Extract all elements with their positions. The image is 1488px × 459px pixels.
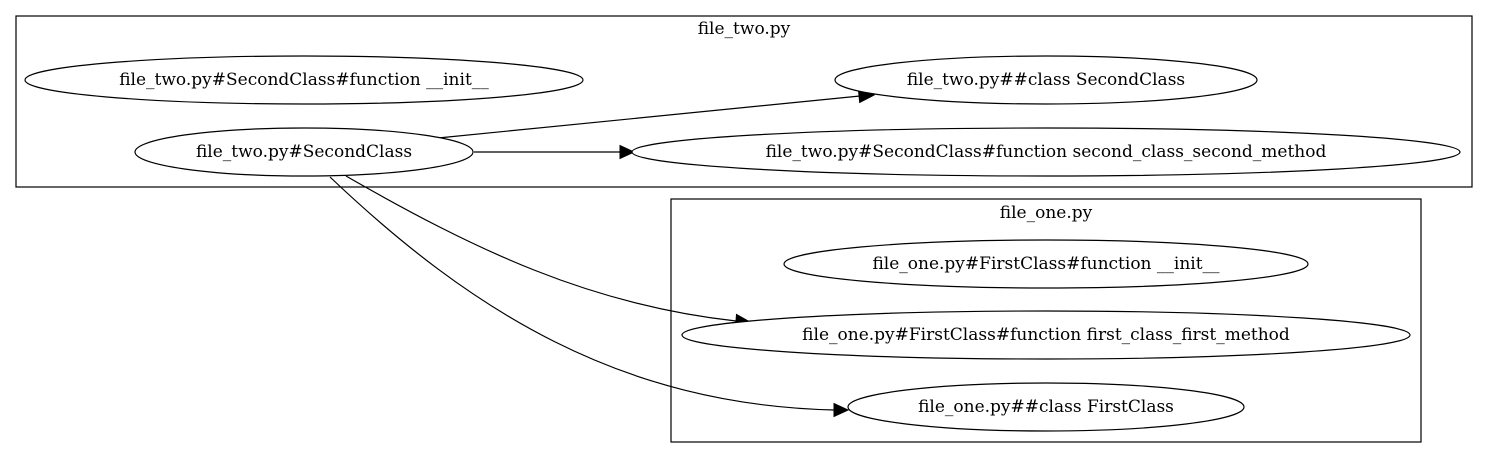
edge-line: [437, 95, 861, 139]
edge-arrowhead: [833, 402, 850, 418]
edge-line: [345, 175, 737, 322]
node-class-firstclass: file_one.py##class FirstClass: [847, 382, 1245, 432]
node-second-init: file_two.py#SecondClass#function __init_…: [24, 55, 584, 105]
node-label: file_two.py##class SecondClass: [907, 70, 1185, 90]
edge-arrowhead: [619, 144, 636, 160]
node-ellipse: [681, 310, 1411, 360]
node-label: file_one.py##class FirstClass: [918, 397, 1174, 417]
cluster-file-one-label: file_one.py: [1000, 203, 1093, 223]
node-secondclass: file_two.py#SecondClass: [134, 127, 474, 177]
node-ellipse: [834, 55, 1258, 105]
edge-secondclass-to-class-firstclass: [329, 176, 850, 418]
node-ellipse: [847, 382, 1245, 432]
node-first-method: file_one.py#FirstClass#function first_cl…: [681, 310, 1411, 360]
node-label: file_two.py#SecondClass#function __init_…: [119, 70, 489, 90]
cluster-file-two-label: file_two.py: [698, 19, 791, 39]
node-label: file_two.py#SecondClass#function second_…: [766, 142, 1327, 162]
node-label: file_one.py#FirstClass#function __init__: [872, 254, 1220, 274]
edge-line: [329, 176, 835, 411]
node-ellipse: [24, 55, 584, 105]
node-label: file_two.py#SecondClass: [196, 142, 412, 162]
node-ellipse: [783, 239, 1309, 289]
node-class-secondclass: file_two.py##class SecondClass: [834, 55, 1258, 105]
edges: [329, 88, 876, 418]
edge-secondclass-to-second-method: [474, 144, 636, 160]
node-first-init: file_one.py#FirstClass#function __init__: [783, 239, 1309, 289]
node-ellipse: [134, 127, 474, 177]
node-label: file_one.py#FirstClass#function first_cl…: [802, 325, 1290, 345]
node-ellipse: [631, 127, 1461, 177]
node-second-method: file_two.py#SecondClass#function second_…: [631, 127, 1461, 177]
